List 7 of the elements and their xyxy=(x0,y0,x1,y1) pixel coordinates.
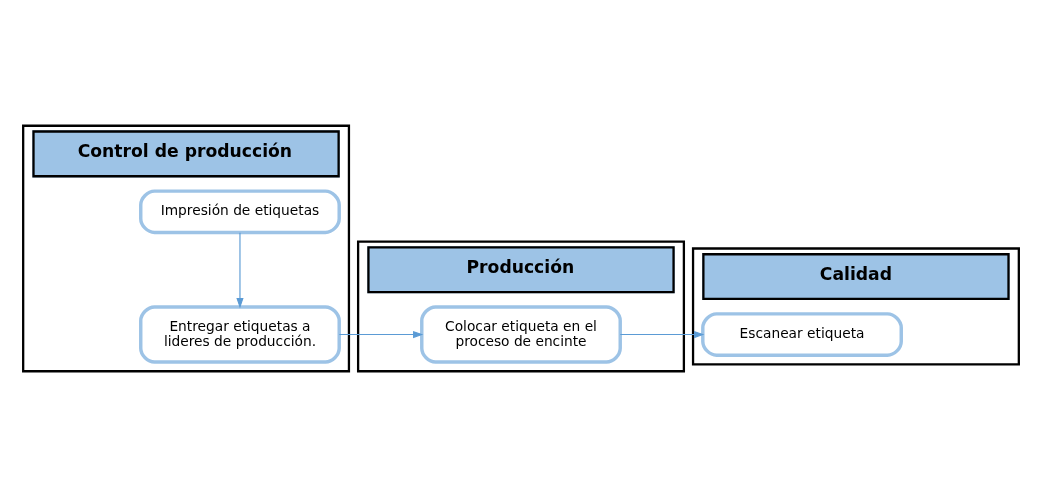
node-box: Escanear etiqueta xyxy=(701,312,903,357)
arrow xyxy=(619,330,705,339)
arrow xyxy=(236,232,244,309)
node-box: Entregar etiquetas a lideres de producción. xyxy=(139,305,341,364)
node-box: Colocar etiqueta en el proceso de encinte xyxy=(420,305,622,364)
node-box: Impresión de etiquetas xyxy=(139,189,341,235)
arrow xyxy=(338,330,424,339)
